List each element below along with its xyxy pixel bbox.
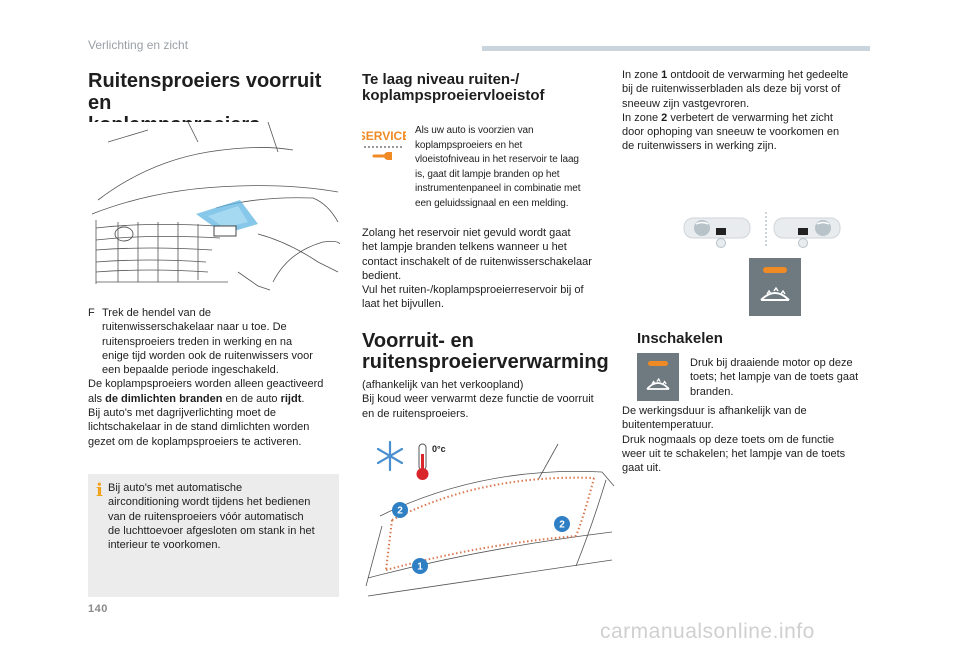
title-line: Ruitensproeiers voorruit en xyxy=(88,70,322,114)
paragraph-line: In zone 1 ontdooit de verwarming het ged… xyxy=(622,69,849,81)
paragraph-line: bedient. xyxy=(362,269,402,282)
paragraph-line: Druk bij draaiende motor op deze xyxy=(690,357,853,369)
section-title-low-fluid: Te laag niveau ruiten-/ koplampsproeierv… xyxy=(362,72,612,104)
paragraph-line: het lampje branden telkens wanneer u het xyxy=(362,241,567,254)
refill-paragraph: Zolang het reservoir niet gevuld wordt g… xyxy=(362,226,620,312)
paragraph-line: branden. xyxy=(690,385,734,398)
diagram-temp-label: 0°c xyxy=(432,444,446,454)
zone-2-label: 2 xyxy=(559,520,565,531)
zones-paragraph: In zone 1 ontdooit de verwarming het ged… xyxy=(622,68,887,154)
paragraph-line: Bij koud weer verwarmt deze functie de v… xyxy=(362,393,594,406)
zone-1-label: 1 xyxy=(417,562,423,573)
title-line: Te laag niveau ruiten-/ xyxy=(362,71,520,88)
info-line: airconditioning wordt tijdens het bedien… xyxy=(108,496,311,509)
section-title-activate: Inschakelen xyxy=(637,330,723,347)
paragraph-line: contact inschakelt of de ruitenwissersch… xyxy=(362,255,592,268)
bullet-row: F Trek de hendel van de xyxy=(88,306,343,320)
info-note-text: Bij auto's met automatische aircondition… xyxy=(108,481,332,552)
paragraph-line: Druk nogmaals op deze toets om de functi… xyxy=(622,433,835,446)
paragraph-line: buitentemperatuur. xyxy=(622,419,714,432)
paragraph-line: De werkingsduur is afhankelijk van de xyxy=(622,405,807,417)
title-line: Voorruit- en xyxy=(362,330,474,352)
car-front-headlamp-washer-illustration xyxy=(88,122,340,292)
info-line: van de ruitensproeiers vóór automatisch xyxy=(108,510,304,523)
paragraph-line: lichtschakelaar in de stand dimlichten w… xyxy=(88,421,310,434)
service-icon-label: SERVICE xyxy=(362,129,406,143)
svc-line: is, gaat dit lampje branden op het xyxy=(415,168,560,180)
paragraph-line: de ruitenwissers in werking zijn. xyxy=(622,140,777,153)
bullet-text: ruitenwisserschakelaar naar u toe. De xyxy=(102,321,287,334)
site-watermark: carmanualsonline.info xyxy=(600,620,815,643)
service-warning-icon: SERVICE xyxy=(362,129,406,160)
svc-line: vloeistofniveau in het reservoir te laag xyxy=(415,154,579,165)
heated-windscreen-switch-icon xyxy=(637,353,679,401)
thermometer-icon xyxy=(416,443,429,480)
bullet-text: een bepaalde periode ingeschakeld. xyxy=(102,364,279,377)
bullet-text: Trek de hendel van de xyxy=(102,307,212,319)
paragraph-line: Bij auto's met dagrijverlichting moet de xyxy=(88,407,276,420)
section-title-heating: Voorruit- en ruitensproeierverwarming xyxy=(362,331,620,373)
heating-paragraph: (afhankelijk van het verkoopland) Bij ko… xyxy=(362,378,620,421)
bullet-text: enige tijd worden ook de ruitenwissers v… xyxy=(102,349,313,362)
info-note-box xyxy=(88,474,339,597)
paragraph-line: laat het bijvullen. xyxy=(362,298,444,311)
zone-2-marker xyxy=(392,502,408,518)
paragraph-line: In zone 2 verbetert de verwarming het zi… xyxy=(622,111,833,124)
bullet-text: ruitensproeiers treden in werking en na xyxy=(102,335,293,348)
paragraph-line: bij de ruitenwisserbladen als deze bij v… xyxy=(622,83,841,96)
service-warning-text: Als uw auto is voorzien van koplampsproe… xyxy=(415,124,615,211)
title-line: koplampsproeiervloeistof xyxy=(362,87,545,104)
paragraph-line: gezet om de koplampsproeiers te activere… xyxy=(88,435,302,448)
paragraph-line: De koplampsproeiers worden alleen geacti… xyxy=(88,378,324,391)
zone-2-marker xyxy=(554,516,570,532)
info-icon: i xyxy=(96,480,103,501)
page-number: 140 xyxy=(88,603,108,615)
svc-line: Als uw auto is voorzien van xyxy=(415,125,534,136)
info-line: interieur te voorkomen. xyxy=(108,539,221,552)
paragraph-line: gaat uit. xyxy=(622,462,662,475)
snowflake-icon xyxy=(376,440,404,472)
windscreen-heating-diagram: 0°c 2 2 1 xyxy=(362,436,616,604)
paragraph-line: weer uit te schakelen; het lampje van de… xyxy=(622,447,846,460)
paragraph-line: toets; het lampje van de toets gaat xyxy=(690,371,859,384)
info-line: Bij auto's met automatische xyxy=(108,482,243,494)
paragraph-line: en de ruitensproeiers. xyxy=(362,407,469,420)
switch-positions-illustration xyxy=(682,210,842,250)
info-line: de luchttoevoer afgesloten om stank in h… xyxy=(108,524,315,537)
svc-line: instrumentenpaneel in combinatie met xyxy=(415,183,581,194)
zone-2-label: 2 xyxy=(397,506,403,517)
svc-line: koplampsproeiers en het xyxy=(415,139,523,151)
running-header: Verlichting en zicht xyxy=(88,38,189,52)
duration-paragraph: De werkingsduur is afhankelijk van de bu… xyxy=(622,404,887,475)
svc-line: een geluidssignaal en een melding. xyxy=(415,197,569,209)
bullet-marker: F xyxy=(88,307,95,319)
paragraph-line: Vul het ruiten-/koplampsproeierreservoir… xyxy=(362,284,584,297)
paragraph-line: Zolang het reservoir niet gevuld wordt g… xyxy=(362,227,571,239)
paragraph-line: als de dimlichten branden en de auto rij… xyxy=(88,392,305,405)
washer-instructions: F Trek de hendel van de ruitenwisserscha… xyxy=(88,306,343,449)
paragraph-line: (afhankelijk van het verkoopland) xyxy=(362,379,524,391)
zone-1-marker xyxy=(412,558,428,574)
heated-windscreen-button-icon xyxy=(749,258,801,316)
header-rule xyxy=(482,46,870,51)
paragraph-line: sneeuw zijn vastgevroren. xyxy=(622,97,750,110)
paragraph-line: door ophoping van sneeuw te voorkomen en xyxy=(622,126,840,139)
title-line: ruitensproeierverwarming xyxy=(362,351,609,373)
activate-instructions: Druk bij draaiende motor op deze toets; … xyxy=(690,356,885,399)
